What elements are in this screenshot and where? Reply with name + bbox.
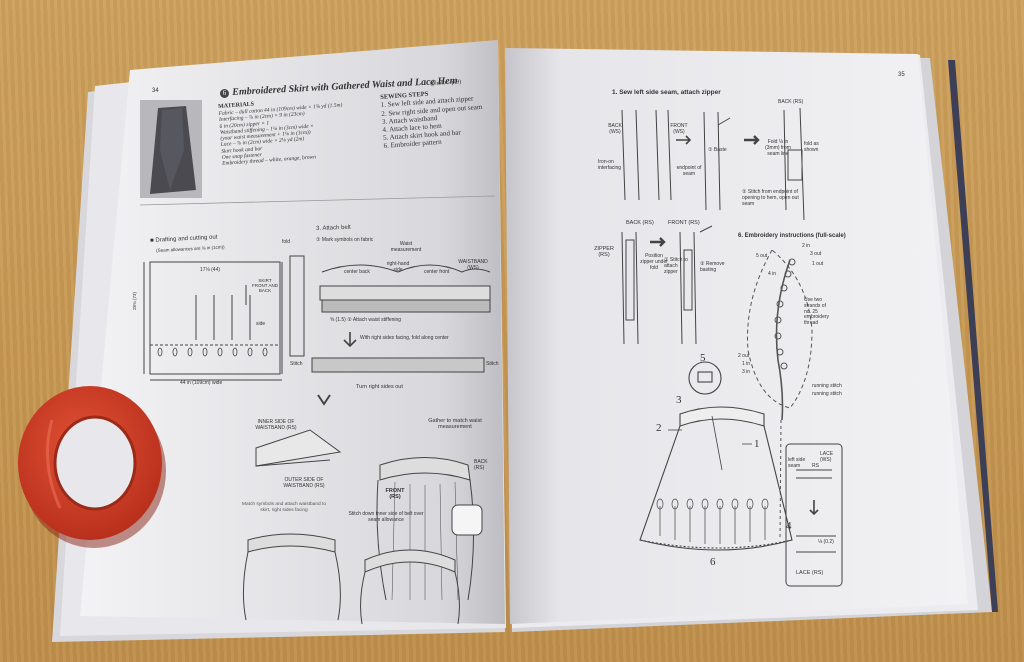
project-number-badge: 6 xyxy=(220,89,229,98)
iron-on-label: Iron-on interfacing xyxy=(598,159,622,171)
waistband-sketch xyxy=(242,429,483,625)
materials-block: MATERIALS Fabric – dull cotton 44 in (10… xyxy=(218,95,346,167)
fold-seam-note: Fold ⅛ in (3mm) from seam line xyxy=(765,139,791,157)
center-front-label: center front xyxy=(424,269,450,275)
waist-measurement-label: Waist measurement xyxy=(390,241,422,253)
zipper-steps xyxy=(621,107,805,345)
right-page xyxy=(505,48,968,624)
skirt-piece-label: SKIRT FRONT AND BACK xyxy=(252,278,278,294)
callout-6: 6 xyxy=(710,556,716,568)
top-measurement: 17⅛ (44) xyxy=(200,267,221,273)
rs-label: RS xyxy=(812,463,819,469)
embroidery-heading: 6. Embroidery instructions (full-scale) xyxy=(738,233,846,239)
stitch-label-right: Stitch xyxy=(486,361,499,367)
belt-diagram xyxy=(311,264,491,406)
fold-as-shown-note: fold as shown xyxy=(804,141,819,153)
back-rs-label: BACK (RS) xyxy=(474,459,488,471)
zipper-rs-label: ZIPPER (RS) xyxy=(594,246,614,259)
one-in-label: 1 in xyxy=(742,361,751,367)
two-out-label: 2 out xyxy=(738,353,750,359)
outer-side-label: OUTER SIDE OF WAISTBAND (RS) xyxy=(283,477,325,489)
lace-ws-label: LACE (WS) xyxy=(820,451,834,463)
side-label: side xyxy=(256,321,266,327)
front-rs-label: FRONT (RS) xyxy=(385,488,405,501)
running-stitch-label-2: running stitch xyxy=(812,391,842,397)
four-in-label: 4 in xyxy=(768,271,777,277)
three-out-label: 3 out xyxy=(810,251,822,257)
attach-stiffening-label: ⅝ (1.5) ② Attach waist stiffening xyxy=(330,317,402,323)
callout-1: 1 xyxy=(754,438,760,450)
fold-label: fold xyxy=(282,239,291,245)
callout-2: 2 xyxy=(656,422,662,434)
stitch-label: Stitch xyxy=(290,361,303,367)
front-rs-label-2: FRONT (RS) xyxy=(668,220,700,226)
waistband-label: WAISTBAND (WS) xyxy=(458,259,488,271)
two-in-label: 2 in xyxy=(802,243,811,249)
callout-5: 5 xyxy=(700,352,706,364)
three-in-label: 3 in xyxy=(742,369,751,375)
five-out-label: 5 out xyxy=(756,253,768,259)
gather-note: Gather to match waist measurement xyxy=(428,418,482,431)
belt-step-1: ① Mark symbols on fabric xyxy=(316,237,374,243)
back-ws-label: BACK (WS) xyxy=(608,123,622,135)
running-stitch-label: running stitch xyxy=(812,383,842,389)
position-zipper-note: Position zipper under fold xyxy=(640,253,668,271)
skirt-photo xyxy=(140,100,202,198)
baste-label: ① Baste xyxy=(708,147,727,153)
turn-out-label: Turn right sides out xyxy=(356,384,403,390)
lace-measure-label: ⅛ (0.2) xyxy=(818,539,834,545)
stitch-attach-note: ① Stitch to attach zipper xyxy=(664,257,688,275)
left-side-seam-label: left side seam xyxy=(788,457,806,469)
pattern-draft xyxy=(143,255,305,381)
callout-4: 4 xyxy=(786,520,792,532)
sewing-steps-block: SEWING STEPS 1. Sew left side and attach… xyxy=(380,87,485,150)
lace-rs-label: LACE (RS) xyxy=(796,570,824,576)
fold-note: With right sides facing, fold along cent… xyxy=(360,335,449,341)
remove-basting-note: ② Remove basting xyxy=(700,261,725,273)
one-out-label: 1 out xyxy=(812,261,824,267)
step1-heading: 1. Sew left side seam, attach zipper xyxy=(612,89,721,96)
stitch-endpoint-note: ② Stitch from endpoint of opening to hem… xyxy=(742,189,799,207)
left-page-number: 34 xyxy=(152,88,159,94)
callout-3: 3 xyxy=(676,394,682,406)
center-back-label: center back xyxy=(344,269,370,275)
belt-heading: 3. Attach belt xyxy=(316,224,351,232)
right-page-number: 35 xyxy=(898,72,905,78)
embroidery-motif xyxy=(747,249,813,541)
back-rs-label-2: BACK (RS) xyxy=(626,220,654,226)
inner-side-label: INNER SIDE OF WAISTBAND (RS) xyxy=(255,419,297,431)
skirt-diagram xyxy=(639,361,793,551)
back-rs-label: BACK (RS) xyxy=(778,99,804,105)
strands-note: Use two strands of no. 25 embroidery thr… xyxy=(804,297,830,326)
front-ws-label: FRONT (WS) xyxy=(670,123,688,135)
left-measurement: 28¾ (73) xyxy=(132,291,137,310)
endpoint-label: endpoint of seam xyxy=(676,165,702,177)
fabric-width-label: 44 in (109cm) wide xyxy=(180,380,223,386)
red-ring xyxy=(18,386,166,548)
stitch-down-note: Stitch down inner side of belt over seam… xyxy=(348,511,424,523)
match-symbols-note: Match symbols and attach waistband to sk… xyxy=(242,502,326,513)
right-hand-side-label: right-hand side xyxy=(386,261,410,273)
